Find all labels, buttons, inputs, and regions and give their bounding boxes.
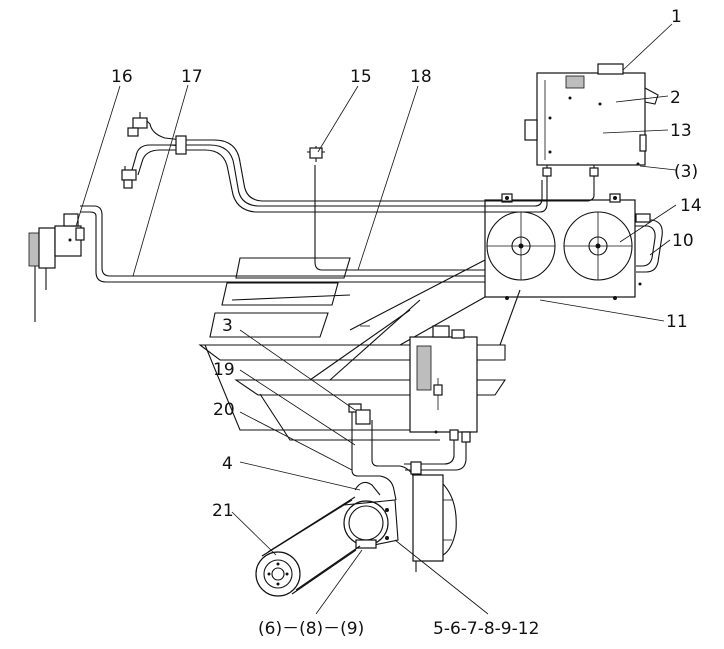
leader-lines — [75, 23, 677, 615]
compressor-bottom — [255, 474, 457, 597]
condenser-unit — [484, 193, 663, 300]
hose-lines — [80, 112, 595, 283]
receiver-dryer — [409, 325, 478, 443]
callout-11: 11 — [666, 312, 688, 332]
callout-1: 1 — [671, 7, 682, 27]
callout-21: 21 — [212, 501, 234, 521]
callout-20: 20 — [213, 400, 235, 420]
evaporator-unit — [524, 63, 659, 180]
callout-3: 3 — [222, 316, 233, 336]
engine-shrouds — [198, 257, 521, 441]
callout-18: 18 — [410, 67, 432, 87]
callout-3-paren: (3) — [674, 162, 698, 182]
compressor-left — [28, 213, 85, 322]
callout-10: 10 — [672, 231, 694, 251]
callout-4: 4 — [222, 454, 233, 474]
callout-2: 2 — [670, 88, 681, 108]
callout-17: 17 — [181, 67, 203, 87]
callout-19: 19 — [213, 360, 235, 380]
caption-left: (6)－(8)－(9) — [258, 619, 364, 639]
callout-13: 13 — [670, 121, 692, 141]
callout-15: 15 — [350, 67, 372, 87]
callout-14: 14 — [680, 196, 702, 216]
callout-16: 16 — [111, 67, 133, 87]
caption-right: 5-6-7-8-9-12 — [433, 619, 539, 639]
